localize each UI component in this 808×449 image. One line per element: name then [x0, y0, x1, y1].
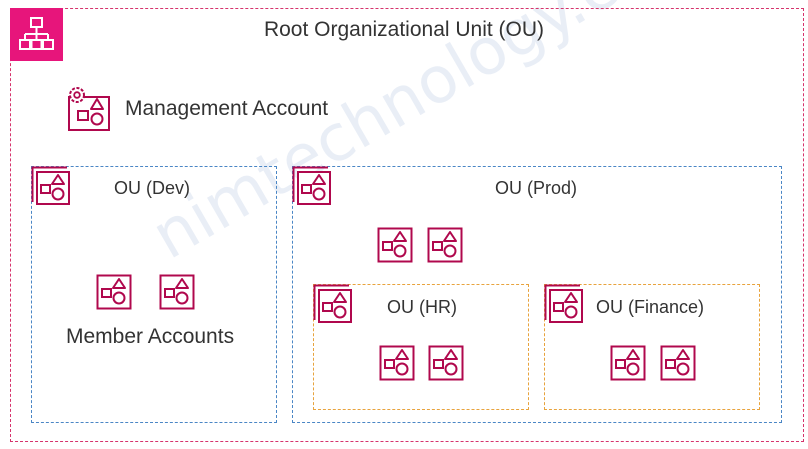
ou-hr-icon: [313, 284, 353, 324]
member-account-icon: [159, 274, 195, 310]
member-account-icon: [96, 274, 132, 310]
ou-prod-label: OU (Prod): [495, 178, 578, 198]
member-account-icon: [379, 345, 415, 381]
ou-finance-icon: [544, 284, 584, 324]
management-account-label: Management Account: [125, 97, 329, 120]
member-account-icon: [427, 227, 463, 263]
ou-dev-icon: [31, 166, 71, 206]
ou-finance-label: OU (Finance): [596, 297, 705, 317]
ou-prod-container: [292, 166, 782, 423]
management-account-gear-icon: [66, 86, 114, 132]
ou-dev-container: [31, 166, 277, 423]
member-account-icon: [428, 345, 464, 381]
ou-finance-container: [544, 284, 760, 410]
member-account-icon: [660, 345, 696, 381]
ou-dev-label: OU (Dev): [114, 178, 190, 198]
ou-hr-container: [313, 284, 529, 410]
organization-hierarchy-icon: [19, 17, 54, 50]
ou-hr-label: OU (HR): [387, 297, 457, 317]
root-ou-title: Root Organizational Unit (OU): [263, 18, 545, 41]
member-account-icon: [377, 227, 413, 263]
root-ou-container: [10, 8, 804, 442]
ou-prod-icon: [292, 166, 332, 206]
member-accounts-label: Member Accounts: [66, 325, 235, 348]
member-account-icon: [610, 345, 646, 381]
root-badge: [10, 8, 63, 61]
